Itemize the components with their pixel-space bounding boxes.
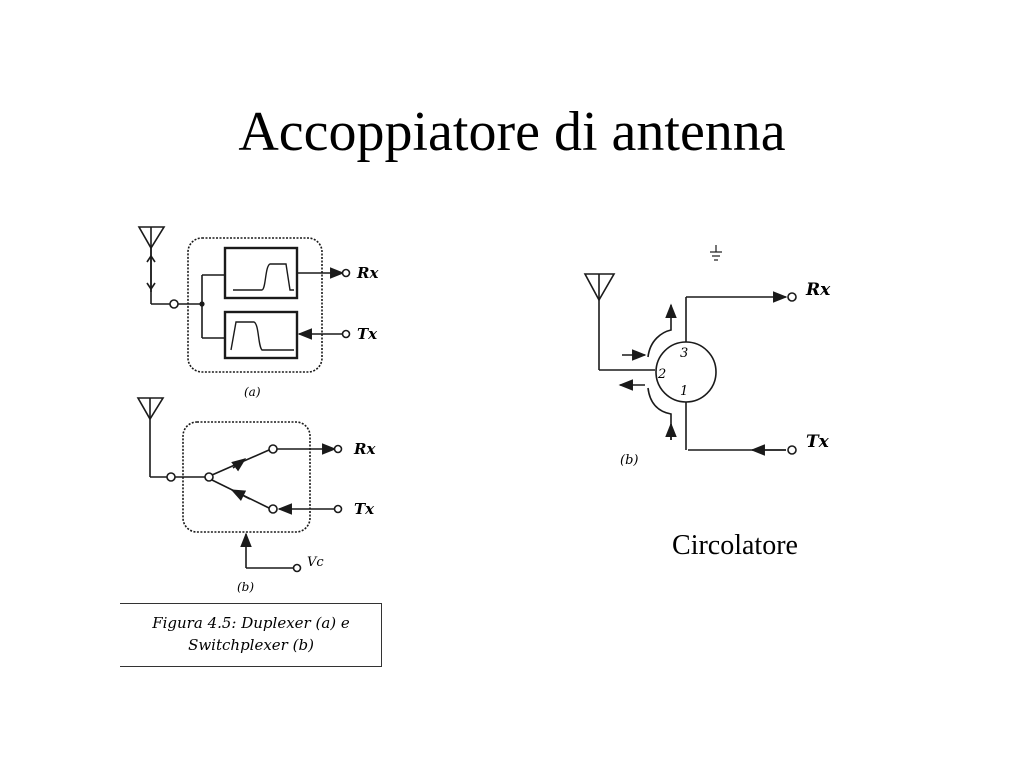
circulator-port-1-label: 1 bbox=[680, 384, 688, 399]
switch-rx-contact bbox=[268, 444, 278, 454]
rx-terminal bbox=[341, 268, 351, 278]
circulator-diagram bbox=[583, 245, 797, 456]
switchplexer-tx-label: Tx bbox=[354, 500, 375, 518]
vc-terminal bbox=[292, 563, 302, 573]
switch-tx-contact bbox=[268, 504, 278, 514]
tx-terminal bbox=[341, 329, 351, 339]
circulator-tx-label: Tx bbox=[806, 432, 830, 452]
duplexer-rx-label: Rx bbox=[356, 264, 379, 282]
switchplexer-sublabel: (b) bbox=[237, 580, 254, 594]
switchplexer-vc-label: Vc bbox=[307, 555, 324, 570]
circulator-port-2-label: 2 bbox=[657, 367, 666, 382]
duplexer-tx-label: Tx bbox=[357, 325, 378, 343]
tx-terminal bbox=[787, 445, 797, 455]
circulation-arc-upper bbox=[647, 303, 677, 358]
switch-common-node bbox=[204, 472, 214, 482]
switchplexer-diagram bbox=[136, 397, 343, 573]
figure-caption-line-1: Figura 4.5: Duplexer (a) e bbox=[152, 614, 350, 632]
figure-caption-box: Figura 4.5: Duplexer (a) e Switchplexer … bbox=[120, 603, 382, 667]
circulator-rx-label: Rx bbox=[805, 280, 831, 300]
tx-terminal bbox=[333, 504, 343, 514]
tx-filter-response bbox=[230, 321, 294, 351]
duplexer-enclosure bbox=[187, 237, 323, 373]
circulator-sublabel: (b) bbox=[620, 453, 638, 468]
duplexer-junction-node bbox=[169, 299, 179, 309]
ground-icon bbox=[710, 245, 722, 261]
circulation-arc-lower bbox=[647, 387, 672, 440]
rx-terminal bbox=[333, 444, 343, 454]
slide-title: Accoppiatore di antenna bbox=[238, 101, 786, 163]
switchplexer-rx-label: Rx bbox=[353, 440, 376, 458]
tx-filter-box bbox=[223, 310, 299, 360]
duplexer-diagram bbox=[137, 226, 351, 373]
circulator-caption: Circolatore bbox=[672, 530, 798, 561]
rx-filter-response bbox=[233, 263, 294, 291]
rx-terminal bbox=[787, 292, 797, 302]
circulator-port-3-label: 3 bbox=[680, 346, 688, 361]
figure-caption-line-2: Switchplexer (b) bbox=[188, 636, 314, 654]
switchplexer-input-node bbox=[166, 472, 176, 482]
duplexer-sublabel: (a) bbox=[244, 385, 261, 399]
